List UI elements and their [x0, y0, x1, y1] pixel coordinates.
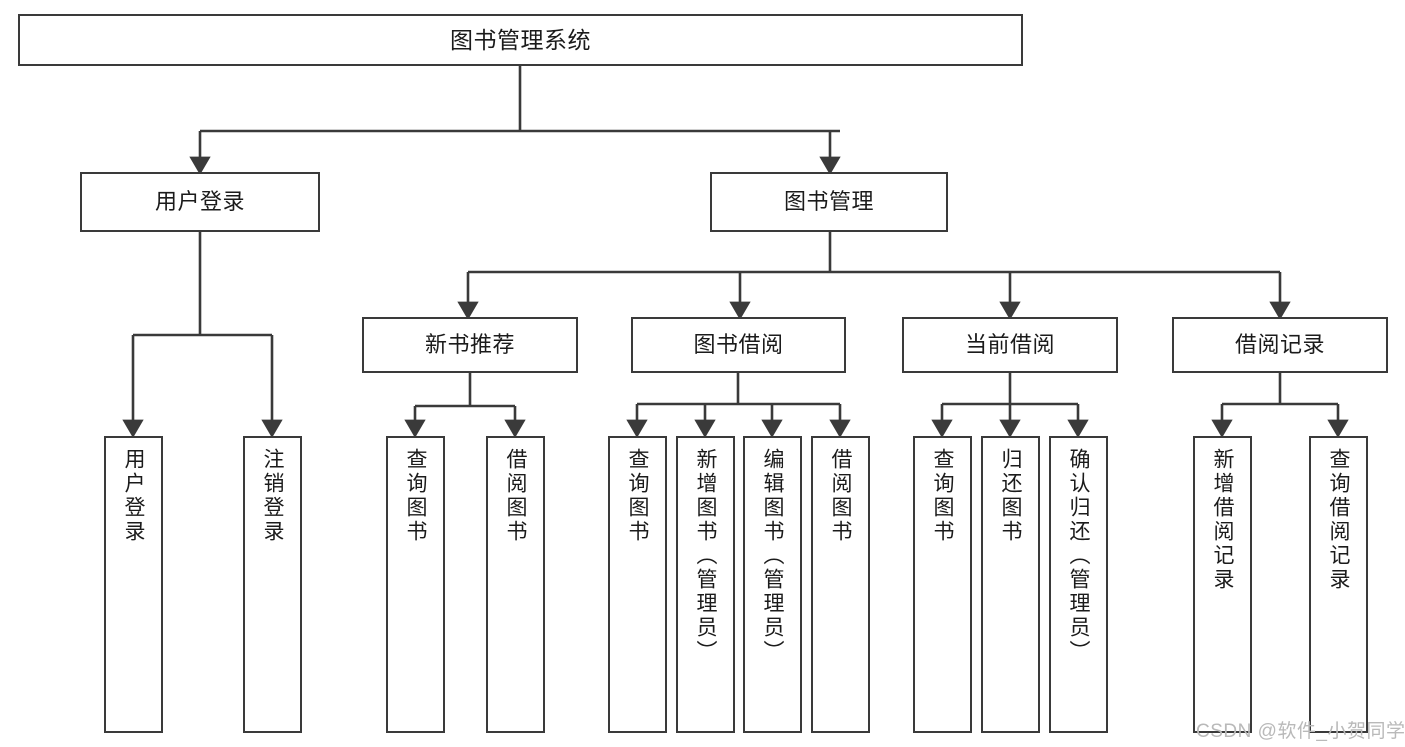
node-leaf-add-book-admin[interactable]: 新增图书（管理员） — [676, 436, 735, 733]
node-new-book-recommend-label: 新书推荐 — [424, 332, 515, 358]
node-new-book-recommend[interactable]: 新书推荐 — [362, 317, 578, 373]
node-user-login[interactable]: 用户登录 — [80, 172, 320, 232]
node-leaf-logout[interactable]: 注销登录 — [243, 436, 302, 733]
node-book-manage[interactable]: 图书管理 — [710, 172, 948, 232]
node-leaf-user-login-label: 用户登录 — [122, 448, 145, 544]
node-root[interactable]: 图书管理系统 — [18, 14, 1023, 66]
node-book-borrow[interactable]: 图书借阅 — [631, 317, 846, 373]
node-root-label: 图书管理系统 — [450, 26, 591, 53]
node-leaf-add-borrow-record-label: 新增借阅记录 — [1211, 448, 1234, 592]
node-leaf-borrow-book-2[interactable]: 借阅图书 — [811, 436, 870, 733]
node-leaf-query-book-2-label: 查询图书 — [626, 448, 649, 544]
node-leaf-add-borrow-record[interactable]: 新增借阅记录 — [1193, 436, 1252, 733]
node-leaf-logout-label: 注销登录 — [261, 448, 284, 544]
node-leaf-borrow-book-1-label: 借阅图书 — [504, 448, 527, 544]
node-leaf-user-login[interactable]: 用户登录 — [104, 436, 163, 733]
node-leaf-query-borrow-record-label: 查询借阅记录 — [1327, 448, 1350, 592]
node-leaf-query-book-2[interactable]: 查询图书 — [608, 436, 667, 733]
node-borrow-record[interactable]: 借阅记录 — [1172, 317, 1388, 373]
node-leaf-borrow-book-2-label: 借阅图书 — [829, 448, 852, 544]
node-leaf-query-borrow-record[interactable]: 查询借阅记录 — [1309, 436, 1368, 733]
node-leaf-query-book-3[interactable]: 查询图书 — [913, 436, 972, 733]
node-leaf-borrow-book-1[interactable]: 借阅图书 — [486, 436, 545, 733]
node-book-manage-label: 图书管理 — [783, 189, 874, 215]
node-leaf-query-book-1-label: 查询图书 — [404, 448, 427, 544]
node-leaf-return-book[interactable]: 归还图书 — [981, 436, 1040, 733]
node-book-borrow-label: 图书借阅 — [693, 332, 784, 358]
node-leaf-query-book-1[interactable]: 查询图书 — [386, 436, 445, 733]
node-borrow-record-label: 借阅记录 — [1234, 332, 1325, 358]
node-current-borrow[interactable]: 当前借阅 — [902, 317, 1118, 373]
node-current-borrow-label: 当前借阅 — [964, 332, 1055, 358]
csdn-watermark: CSDN @软件_小贺同学 — [1196, 721, 1405, 742]
node-leaf-edit-book-admin-label: 编辑图书（管理员） — [761, 448, 784, 664]
node-leaf-confirm-return-admin-label: 确认归还（管理员） — [1067, 448, 1090, 664]
node-leaf-confirm-return-admin[interactable]: 确认归还（管理员） — [1049, 436, 1108, 733]
node-user-login-label: 用户登录 — [154, 189, 245, 215]
node-leaf-query-book-3-label: 查询图书 — [931, 448, 954, 544]
node-leaf-add-book-admin-label: 新增图书（管理员） — [694, 448, 717, 664]
node-leaf-return-book-label: 归还图书 — [999, 448, 1022, 544]
node-leaf-edit-book-admin[interactable]: 编辑图书（管理员） — [743, 436, 802, 733]
